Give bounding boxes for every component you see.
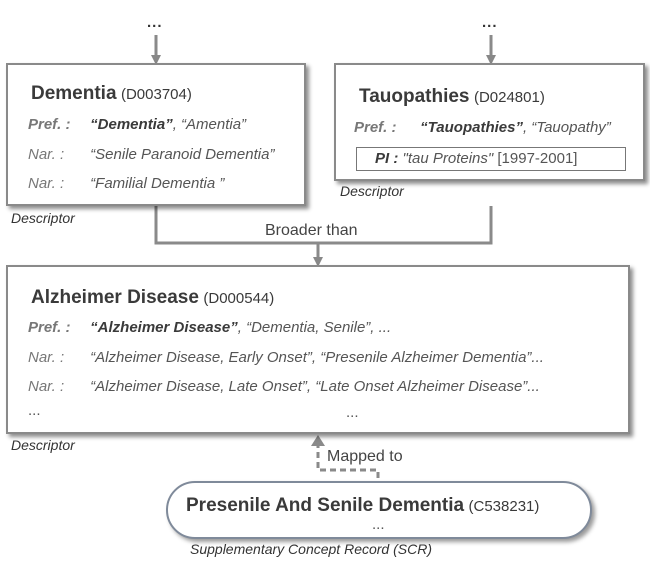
dementia-pref-row: Pref. : “Dementia”, “Amentia” [28, 116, 246, 133]
scr-code: (C538231) [468, 498, 540, 515]
dementia-caption: Descriptor [11, 210, 75, 226]
alzheimer-name: Alzheimer Disease [31, 287, 199, 308]
alzheimer-pref-row: Pref. : “Alzheimer Disease”, “Dementia, … [28, 319, 391, 336]
dementia-name: Dementia [31, 83, 117, 104]
scr-title: Presenile And Senile Dementia (C538231) [186, 495, 539, 517]
pi-label: PI : [375, 150, 399, 167]
tauopathies-pref-synonyms: , “Tauopathy” [522, 119, 611, 136]
alzheimer-pref-synonyms: , “Dementia, Senile”, ... [237, 319, 392, 336]
scr-record-pill[interactable]: Presenile And Senile Dementia (C538231) … [166, 481, 592, 539]
tauopathies-pref-term: “Tauopathies” [420, 119, 523, 136]
mapped-to-connector [316, 446, 380, 488]
mapped-to-label: Mapped to [327, 448, 403, 466]
tauopathies-pi-box: PI : "tau Proteins" [1997-2001] [356, 147, 626, 171]
dementia-pref-term: “Dementia” [90, 116, 173, 133]
pref-label: Pref. : [354, 119, 397, 136]
alzheimer-title: Alzheimer Disease (D000544) [31, 287, 274, 309]
dementia-nar-term-1: “Senile Paranoid Dementia” [90, 146, 275, 163]
mapped-to-arrowhead [311, 435, 325, 446]
alzheimer-more-left: ... [28, 402, 41, 419]
alzheimer-nar-terms-1: “Alzheimer Disease, Early Onset”, “Prese… [90, 349, 544, 366]
tauopathies-caption: Descriptor [340, 183, 404, 199]
alzheimer-more-center: ... [346, 404, 359, 421]
dementia-nar-row-1: Nar. : “Senile Paranoid Dementia” [28, 146, 274, 163]
scr-name: Presenile And Senile Dementia [186, 495, 465, 516]
broader-than-label: Broader than [265, 222, 358, 240]
scr-more: ... [372, 516, 385, 533]
nar-label: Nar. : [28, 146, 65, 163]
alzheimer-code: (D000544) [203, 290, 275, 307]
pref-label: Pref. : [28, 116, 71, 133]
dementia-nar-term-2: “Familial Dementia ” [90, 175, 225, 192]
ellipsis-above-tauopathies: ... [482, 14, 498, 31]
dementia-nar-row-2: Nar. : “Familial Dementia ” [28, 175, 224, 192]
nar-label: Nar. : [28, 349, 65, 366]
alzheimer-nar-row-1: Nar. : “Alzheimer Disease, Early Onset”,… [28, 349, 544, 366]
pi-years: [1997-2001] [493, 150, 578, 167]
tauopathies-name: Tauopathies [359, 86, 470, 107]
alzheimer-nar-row-2: Nar. : “Alzheimer Disease, Late Onset”, … [28, 378, 540, 395]
tauopathies-title: Tauopathies (D024801) [359, 86, 545, 108]
dementia-descriptor-box[interactable]: Dementia (D003704) Pref. : “Dementia”, “… [6, 63, 306, 206]
alzheimer-pref-term: “Alzheimer Disease” [90, 319, 238, 336]
alzheimer-descriptor-box[interactable]: Alzheimer Disease (D000544) Pref. : “Alz… [6, 265, 630, 434]
alzheimer-caption: Descriptor [11, 437, 75, 453]
dementia-pref-synonyms: , “Amentia” [172, 116, 247, 133]
tauopathies-code: (D024801) [473, 89, 545, 106]
pi-value: "tau Proteins" [402, 150, 494, 167]
alzheimer-nar-terms-2: “Alzheimer Disease, Late Onset”, “Late O… [90, 378, 540, 395]
pref-label: Pref. : [28, 319, 71, 336]
scr-caption: Supplementary Concept Record (SCR) [190, 541, 432, 557]
nar-label: Nar. : [28, 175, 65, 192]
nar-label: Nar. : [28, 378, 65, 395]
dementia-title: Dementia (D003704) [31, 83, 192, 105]
ellipsis-above-dementia: ... [147, 14, 163, 31]
tauopathies-descriptor-box[interactable]: Tauopathies (D024801) Pref. : “Tauopathi… [334, 63, 645, 181]
dementia-code: (D003704) [120, 86, 192, 103]
tauopathies-pref-row: Pref. : “Tauopathies”, “Tauopathy” [354, 119, 611, 136]
broader-than-connector [154, 206, 493, 245]
